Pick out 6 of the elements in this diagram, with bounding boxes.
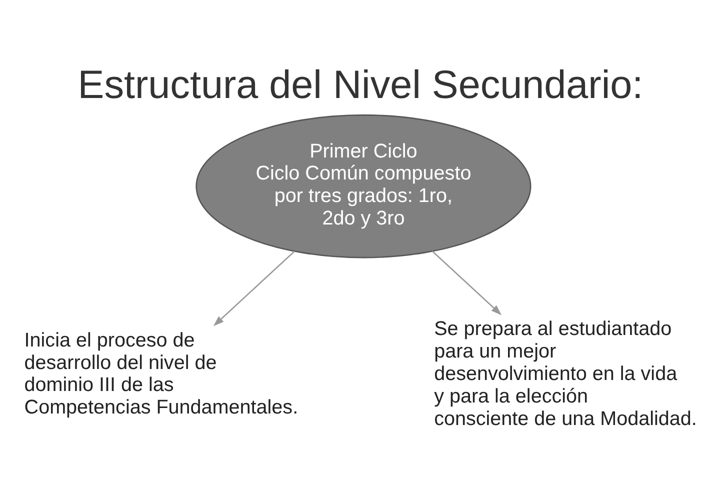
arrow	[432, 250, 502, 315]
arrow	[213, 250, 295, 326]
node-ellipse: Primer Ciclo Ciclo Común compuesto por tres grados: 1ro, 2do y 3ro	[196, 114, 532, 258]
node-text: Inicia el proceso de desarrollo del nivel de dominio III de las Competencias Fundamentales.	[24, 328, 298, 418]
diagram-title: Estructura del Nivel Secundario:	[78, 62, 644, 107]
node-text: Se prepara al estudiantado para un mejor desenvolvimiento en la vida y para la elección consciente de una Modalidad.	[434, 318, 697, 430]
